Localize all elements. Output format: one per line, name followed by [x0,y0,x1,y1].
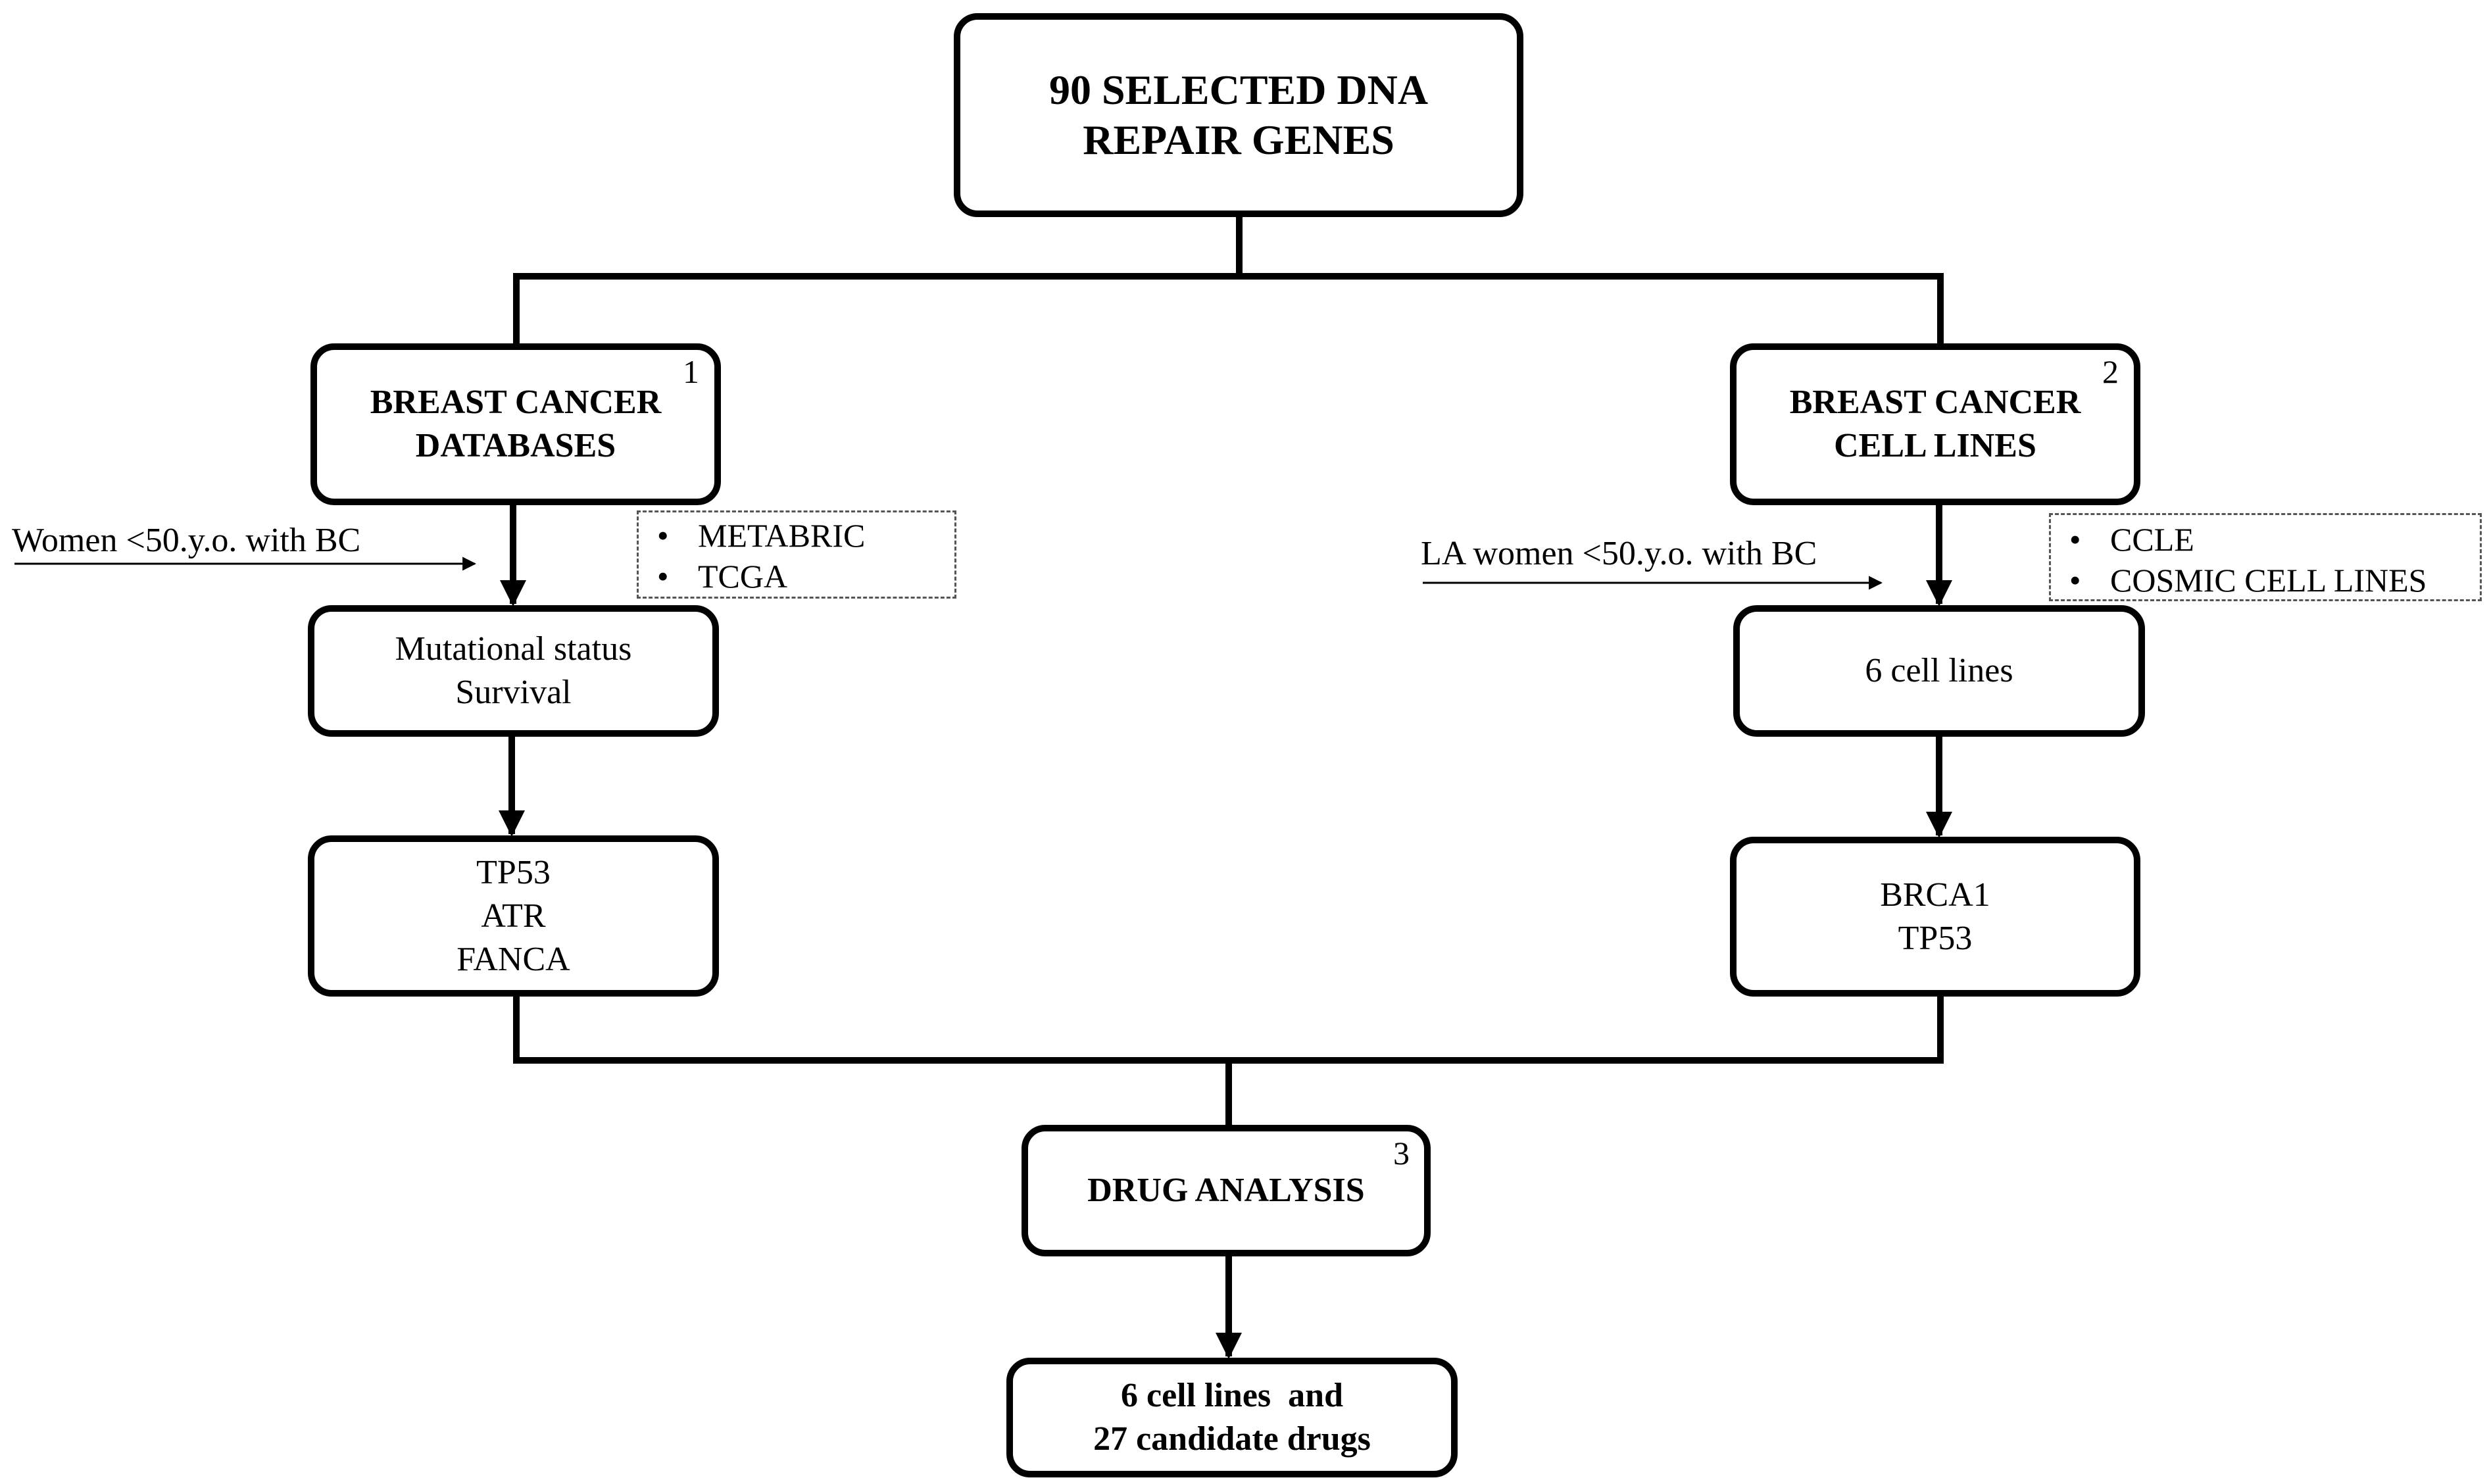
cell-line-source-list: CCLE COSMIC CELL LINES [2049,513,2482,601]
mutational-status-survival-box: Mutational status Survival [308,605,719,737]
step-number-3: 3 [1393,1135,1410,1172]
merge-connector [513,993,1944,1126]
box-text-line: DRUG ANALYSIS [1087,1172,1365,1209]
step-number-1: 1 [683,353,699,390]
source-item-ccle: CCLE [2051,519,2480,560]
drug-analysis-box: DRUG ANALYSIS [1022,1125,1431,1256]
breast-cancer-cell-lines-box: BREAST CANCER CELL LINES [1730,343,2140,505]
box-text-line: DATABASES [415,427,616,464]
box-text-line: TP53 [476,853,551,891]
box-text-line: 27 candidate drugs [1093,1420,1371,1458]
box-text-line: Survival [455,674,572,711]
women-under-50-label: Women <50.y.o. with BC [12,522,361,559]
box-text-line: 90 SELECTED DNA [1048,66,1429,113]
source-item-cosmic-cell-lines: COSMIC CELL LINES [2051,560,2480,601]
box-text-line: TP53 [1898,919,1973,957]
box-text-line: BREAST CANCER [370,383,662,421]
result-box: 6 cell lines and 27 candidate drugs [1006,1358,1458,1477]
box-text-line: CELL LINES [1834,427,2036,464]
la-women-under-50-label: LA women <50.y.o. with BC [1421,535,1817,572]
box-text-line: Mutational status [395,630,632,668]
box-text-line: 6 cell lines and [1120,1377,1344,1414]
box-text-line: BRCA1 [1880,876,1990,914]
right-genes-box: BRCA1 TP53 [1730,837,2140,997]
source-item-metabric: METABRIC [639,515,954,556]
databases-source-list: METABRIC TCGA [637,510,956,599]
box-text-line: 6 cell lines [1865,652,2013,689]
step-number-2: 2 [2102,353,2119,390]
breast-cancer-databases-box: BREAST CANCER DATABASES [310,343,721,505]
left-genes-box: TP53 ATR FANCA [308,835,719,997]
six-cell-lines-box: 6 cell lines [1733,605,2145,737]
source-item-tcga: TCGA [639,556,954,597]
box-text-line: BREAST CANCER [1789,383,2081,421]
box-text-line: FANCA [456,940,570,978]
dna-repair-genes-box: 90 SELECTED DNA REPAIR GENES [954,13,1523,217]
box-text-line: REPAIR GENES [1083,116,1394,163]
split-connector [513,214,1944,345]
box-text-line: ATR [481,897,546,935]
